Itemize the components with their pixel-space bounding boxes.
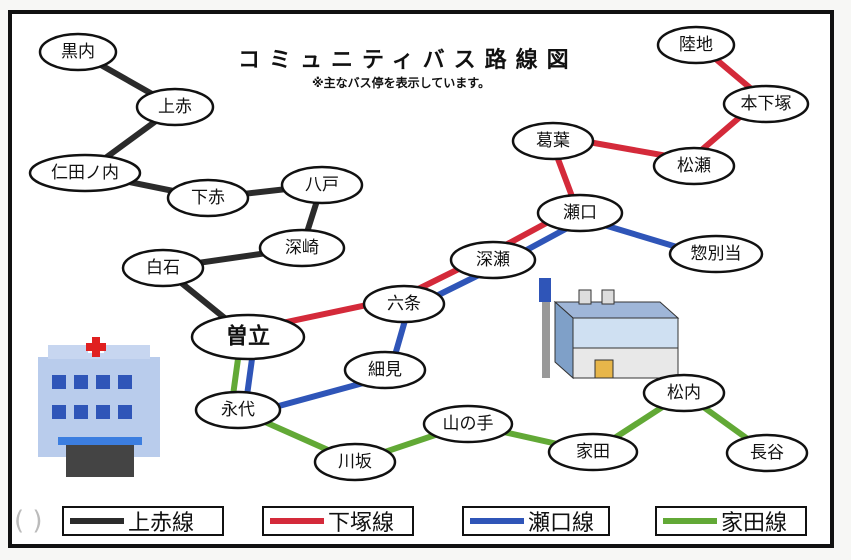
bus-stop: 葛葉 [511, 121, 595, 161]
bus-stop-label: 瀬口 [563, 203, 597, 223]
bus-stop-marker [121, 248, 205, 288]
legend-label-kamiaka: 上赤線 [128, 511, 195, 536]
bus-stop: 曽立 [190, 313, 306, 361]
legend-label-shimotsuka: 下塚線 [328, 511, 395, 536]
legend-label-seguchi: 瀬口線 [528, 511, 595, 536]
bus-stop: 黒内 [38, 32, 118, 72]
bus-stop-label: 黒内 [61, 42, 95, 62]
bus-stop: 六条 [362, 284, 446, 324]
bus-stop: 松内 [642, 373, 726, 413]
bus-stop-label: 陸地 [679, 35, 713, 55]
bus-stop-label: 仁田ノ内 [51, 163, 119, 183]
bus-stop-label: 深崎 [285, 238, 319, 258]
bus-stop-marker [511, 121, 595, 161]
bus-stop: 陸地 [656, 25, 736, 65]
bus-stop-marker [166, 178, 250, 218]
bus-stop-label: 深瀬 [476, 250, 510, 270]
bus-stop: 上赤 [135, 87, 215, 127]
bus-stop: 本下塚 [722, 84, 810, 124]
bus-stop-label: 葛葉 [536, 131, 570, 151]
bus-stop-label: 六条 [387, 294, 421, 314]
bus-stop-marker [194, 390, 282, 430]
legend-swatch-shimotsuka [270, 518, 324, 524]
bus-stop-marker [343, 350, 427, 390]
bus-stop-marker [449, 240, 537, 280]
bus-stop-marker [725, 433, 809, 473]
bus-stop: 永代 [194, 390, 282, 430]
bus-terminal-building-icon [539, 278, 680, 380]
bus-stop-label: 白石 [146, 258, 180, 278]
bus-stop-marker [422, 404, 514, 444]
bus-stop-marker [28, 153, 142, 193]
bus-stop: 細見 [343, 350, 427, 390]
bus-stop-label: 松内 [667, 383, 701, 403]
legend-swatch-seguchi [470, 518, 524, 524]
bus-stop-marker [656, 25, 736, 65]
bus-stop-marker [190, 313, 306, 361]
bus-stop: 瀬口 [536, 193, 624, 233]
legend-label-ieda: 家田線 [721, 511, 788, 536]
bus-stop-marker [722, 84, 810, 124]
legend-paren: ( ) [14, 506, 43, 536]
bus-stop: 山の手 [422, 404, 514, 444]
legend-kamiaka: 上赤線 [62, 506, 224, 536]
legend-swatch-kamiaka [70, 518, 124, 524]
bus-stop: 八戸 [280, 165, 364, 205]
map-note: ※主なバス停を表示しています。 [312, 76, 491, 90]
bus-stop-label: 永代 [221, 400, 255, 420]
bus-stop: 下赤 [166, 178, 250, 218]
bus-stop: 惣別当 [668, 234, 764, 274]
bus-stop: 深崎 [258, 228, 346, 268]
hospital-icon [38, 333, 160, 477]
bus-stop-label: 川坂 [338, 452, 372, 472]
map-title: コミュニティバス路線図 [238, 48, 578, 73]
bus-stop-label: 山の手 [443, 414, 494, 434]
bus-stop: 長谷 [725, 433, 809, 473]
bus-stop-marker [38, 32, 118, 72]
bus-stop-marker [313, 442, 397, 482]
bus-stop: 松瀬 [652, 146, 736, 186]
bus-stop: 仁田ノ内 [28, 153, 142, 193]
bus-stop-marker [362, 284, 446, 324]
bus-stop-label: 長谷 [750, 443, 784, 463]
bus-stop-label: 下赤 [191, 188, 225, 208]
legend-shimotsuka: 下塚線 [262, 506, 414, 536]
bus-stop: 白石 [121, 248, 205, 288]
bus-stop-label: 惣別当 [691, 244, 742, 264]
bus-stop-label: 家田 [576, 442, 610, 462]
bus-stop-marker [652, 146, 736, 186]
bus-stop-label: 細見 [368, 360, 402, 380]
legend-seguchi: 瀬口線 [462, 506, 610, 536]
bus-stop-label: 上赤 [158, 97, 192, 117]
bus-stop-marker [280, 165, 364, 205]
bus-stop-label: 曽立 [226, 324, 270, 350]
bus-stop: 家田 [547, 432, 639, 472]
bus-stop-label: 本下塚 [741, 94, 792, 114]
bus-stop-label: 松瀬 [677, 156, 711, 176]
bus-stop-marker [258, 228, 346, 268]
bus-stop: 川坂 [313, 442, 397, 482]
bus-stop-marker [642, 373, 726, 413]
bus-stop-marker [668, 234, 764, 274]
legend-swatch-ieda [663, 518, 717, 524]
bus-stop-label: 八戸 [305, 175, 339, 195]
bus-stop-marker [135, 87, 215, 127]
bus-stop: 深瀬 [449, 240, 537, 280]
legend-ieda: 家田線 [655, 506, 807, 536]
bus-stop-marker [547, 432, 639, 472]
bus-stop-marker [536, 193, 624, 233]
